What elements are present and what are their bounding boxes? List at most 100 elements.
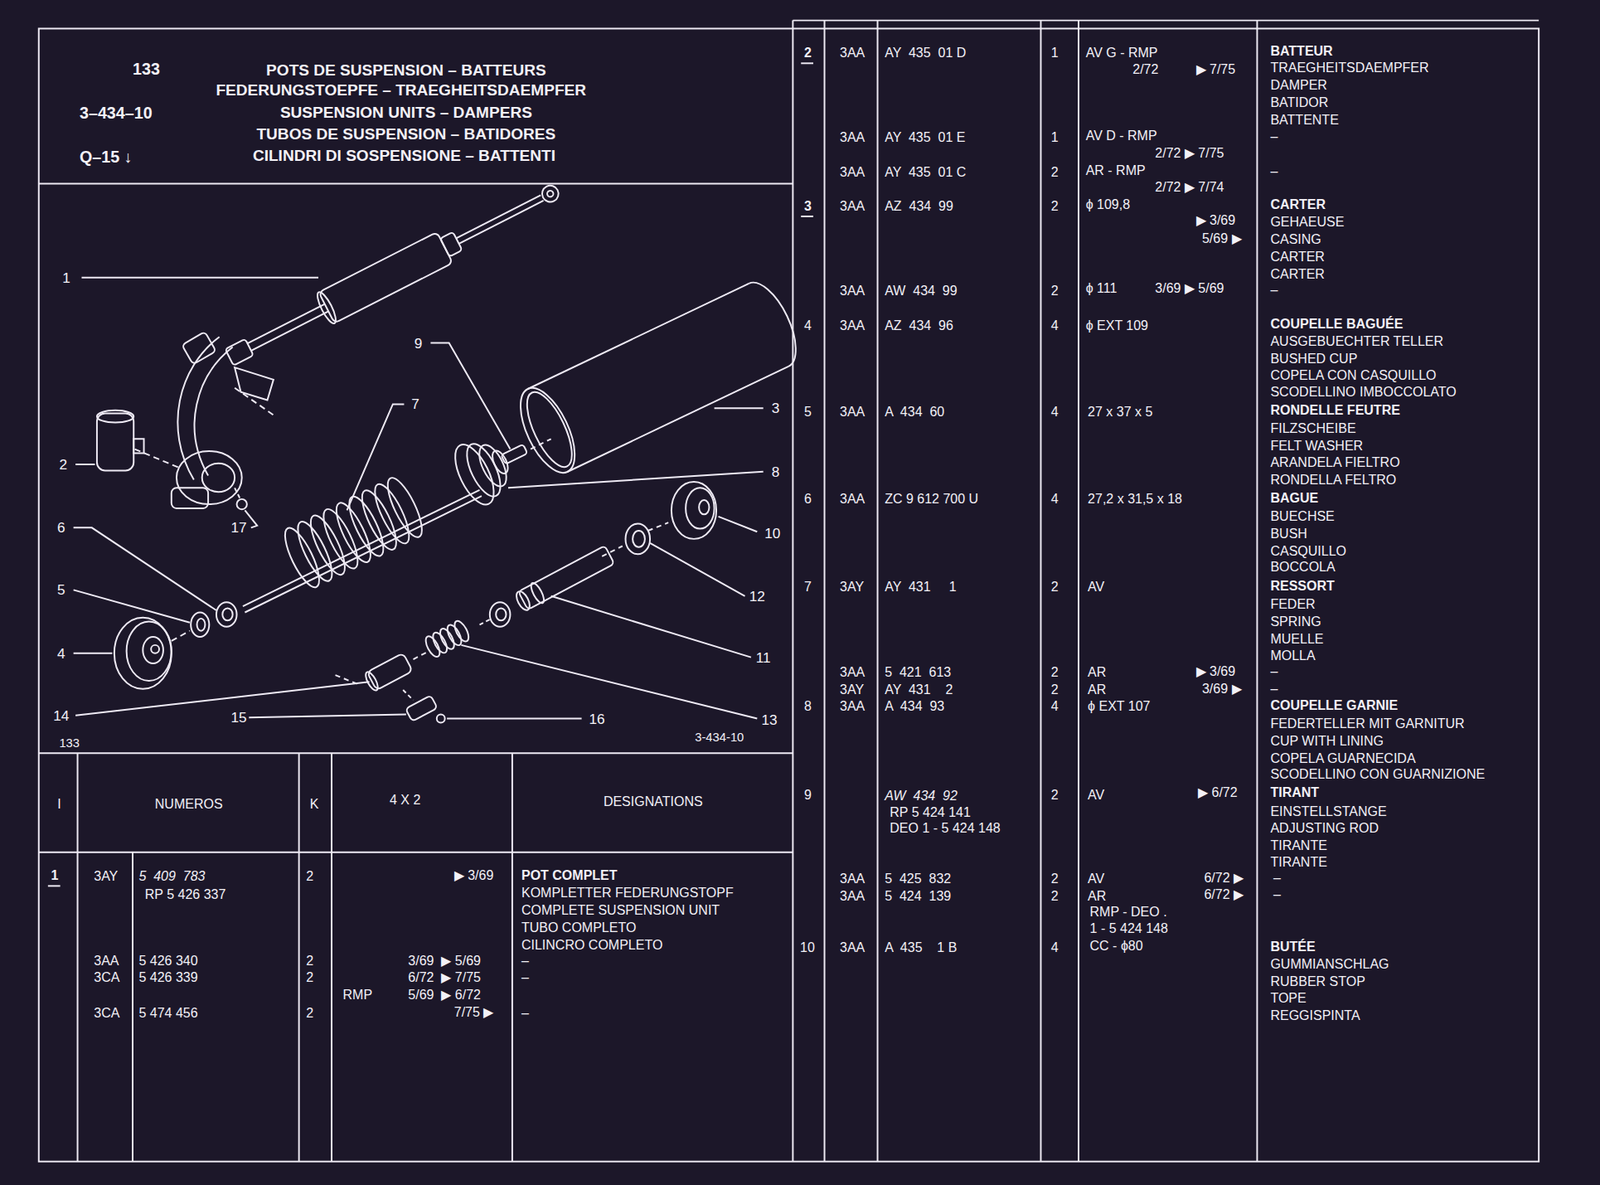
table-cell: DESIGNATIONS xyxy=(603,795,704,810)
callout-number: 1 xyxy=(62,269,71,286)
table-cell: 2 xyxy=(305,954,314,970)
table-cell: – xyxy=(1270,129,1278,145)
table-cell: 3/69 ▶ 5/69 xyxy=(1154,281,1224,297)
table-cell: RMP - DEO . xyxy=(1090,905,1168,921)
table-cell: ▶ 6/72 xyxy=(1197,785,1238,801)
callout-number: 16 xyxy=(588,710,605,727)
table-cell: AY 431 1 xyxy=(884,579,957,595)
table-cell: MOLLA xyxy=(1270,649,1315,665)
table-cell: ▶ 3/69 xyxy=(1196,664,1237,679)
table-cell: TIRANTE xyxy=(1270,854,1327,870)
table-cell: AY 431 2 xyxy=(884,682,953,698)
callout-number: 9 xyxy=(414,334,423,351)
table-cell: SPRING xyxy=(1270,614,1321,630)
table-cell: BUECHSE xyxy=(1270,509,1334,524)
table-cell: AV D - RMP xyxy=(1086,128,1158,144)
table-cell: AR xyxy=(1087,664,1106,680)
table-cell: CARTER xyxy=(1270,266,1325,282)
header-text: FEDERUNGSTOEPFE – TRAEGHEITSDAEMPFER xyxy=(215,81,587,99)
header-text: SUSPENSION UNITS – DAMPERS xyxy=(280,103,533,122)
table-cell: AW 434 92 xyxy=(884,788,958,804)
table-cell: RP 5 424 141 xyxy=(889,804,971,820)
table-cell: 3AA xyxy=(839,888,865,904)
table-cell: 4 xyxy=(1051,318,1059,334)
callout-number: 12 xyxy=(749,587,766,604)
table-cell: BAGUE xyxy=(1270,490,1319,506)
header-text: CILINDRI DI SOSPENSIONE – BATTENTI xyxy=(252,146,556,165)
table-cell: 6/72 ▶ xyxy=(1203,870,1244,886)
table-cell: 3AY xyxy=(839,682,864,698)
table-cell: ϕ EXT 109 xyxy=(1086,318,1149,334)
table-cell: ϕ 111 xyxy=(1086,281,1118,297)
table-cell: 2 xyxy=(1051,787,1059,803)
table-cell: 4 xyxy=(1051,940,1059,956)
table-cell: 3AA xyxy=(839,871,865,887)
table-cell: 3/69 ▶ 5/69 xyxy=(407,954,481,970)
table-cell: 5/69 ▶ xyxy=(1202,231,1242,247)
table-cell: FEDER xyxy=(1270,596,1315,612)
table-cell: 2 xyxy=(305,969,314,985)
table-cell: 3 xyxy=(804,198,812,214)
header-text: 133 xyxy=(132,60,160,79)
table-cell: 5 421 613 xyxy=(884,664,951,680)
table-cell: 3AA xyxy=(839,130,865,146)
table-cell: 2 xyxy=(1051,664,1059,680)
callout-number: 13 xyxy=(761,711,777,728)
table-cell: FELT WASHER xyxy=(1270,438,1363,454)
table-cell: TOPE xyxy=(1270,990,1306,1006)
callout-number: 7 xyxy=(411,396,420,413)
table-cell: EINSTELLSTANGE xyxy=(1270,804,1387,820)
callout-number: 6 xyxy=(57,519,66,536)
table-cell: COPELA GUARNECIDA xyxy=(1270,751,1416,767)
table-cell: 2 xyxy=(1051,682,1059,698)
table-cell: 3AA xyxy=(839,198,865,214)
table-cell: A 435 1 B xyxy=(884,940,957,956)
table-cell: 4 xyxy=(1051,491,1059,507)
table-cell: DAMPER xyxy=(1270,78,1327,94)
table-cell: SCODELLINO IMBOCCOLATO xyxy=(1270,384,1456,400)
callout-number: 11 xyxy=(756,649,771,665)
table-cell: 6/72 ▶ 7/75 xyxy=(407,969,481,985)
table-cell: 5 426 340 xyxy=(138,954,198,970)
table-cell: 2/72 xyxy=(1132,62,1159,78)
table-cell: 3AA xyxy=(839,404,865,420)
table-cell: 27 x 37 x 5 xyxy=(1087,404,1153,420)
table-cell: 2 xyxy=(804,45,812,61)
table-cell: 5 426 339 xyxy=(138,969,198,985)
table-cell: 5 409 783 xyxy=(138,869,205,885)
table-cell: CASQUILLO xyxy=(1270,543,1347,559)
table-cell: 3AA xyxy=(839,164,865,180)
table-cell: AY 435 01 E xyxy=(884,130,965,146)
callout-number: 14 xyxy=(53,707,69,723)
table-cell: COUPELLE GARNIE xyxy=(1270,698,1398,713)
table-cell: 5 xyxy=(804,404,812,420)
table-cell: COPELA CON CASQUILLO xyxy=(1270,368,1436,384)
table-cell: – xyxy=(1270,664,1278,679)
table-cell: A 434 93 xyxy=(884,698,945,714)
table-cell: A 434 60 xyxy=(884,404,945,420)
table-cell: ARANDELA FIELTRO xyxy=(1270,455,1400,471)
header-text: TUBOS DE SUSPENSION – BATIDORES xyxy=(256,125,556,143)
table-cell: CARTER xyxy=(1270,198,1326,214)
table-cell: ▶ 3/69 xyxy=(454,867,495,883)
table-cell: – xyxy=(521,969,529,985)
table-cell: 2 xyxy=(305,1005,314,1021)
table-cell: 2 xyxy=(1051,198,1059,214)
table-cell: 5 425 832 xyxy=(884,871,951,887)
table-cell: 27,2 x 31,5 x 18 xyxy=(1087,491,1183,507)
callout-number: 3 xyxy=(771,400,781,417)
table-cell: 3AY xyxy=(93,869,118,885)
table-cell: RESSORT xyxy=(1270,578,1334,594)
table-cell: AV xyxy=(1087,579,1105,595)
table-cell: DEO 1 - 5 424 148 xyxy=(889,821,1000,837)
table-cell: AW 434 99 xyxy=(884,283,957,299)
header-text: Q–15 ↓ xyxy=(79,148,132,167)
table-cell: 3AA xyxy=(839,318,865,334)
table-cell: COUPELLE BAGUÉE xyxy=(1270,317,1403,333)
table-cell: 4 xyxy=(1051,698,1059,714)
table-cell: 5 424 139 xyxy=(884,888,951,904)
table-cell: BUTÉE xyxy=(1270,939,1315,955)
table-cell: 7 xyxy=(804,579,812,595)
table-cell: 5 474 456 xyxy=(138,1005,198,1021)
